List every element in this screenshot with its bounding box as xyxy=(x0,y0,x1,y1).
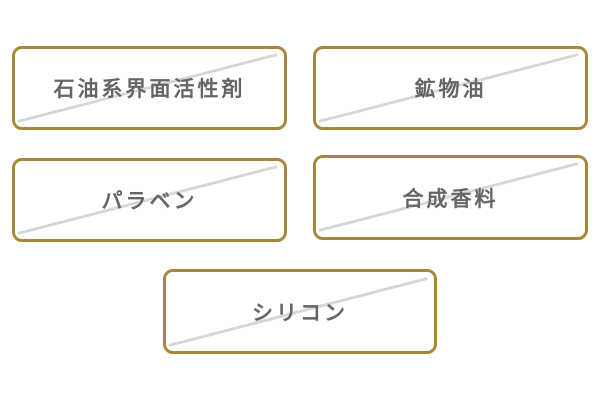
ingredient-item-silicone: シリコン xyxy=(163,269,437,354)
strikethrough-line-icon xyxy=(17,165,278,235)
ingredient-label: 鉱物油 xyxy=(414,77,487,101)
ingredient-item-petroleum-surfactant: 石油系界面活性剤 xyxy=(12,46,287,130)
strikethrough-line-icon xyxy=(318,162,579,232)
strikethrough-line-icon xyxy=(17,53,278,123)
ingredient-item-synthetic-fragrance: 合成香料 xyxy=(313,155,588,240)
ingredient-label: 石油系界面活性剤 xyxy=(53,77,246,101)
ingredient-label: 合成香料 xyxy=(402,186,499,211)
ingredient-label: シリコン xyxy=(252,300,348,325)
ingredient-item-mineral-oil: 鉱物油 xyxy=(313,46,588,130)
ingredient-item-paraben: パラベン xyxy=(12,158,287,242)
strikethrough-line-icon xyxy=(318,53,579,123)
strikethrough-line-icon xyxy=(168,277,428,347)
ingredient-label: パラベン xyxy=(101,189,198,213)
